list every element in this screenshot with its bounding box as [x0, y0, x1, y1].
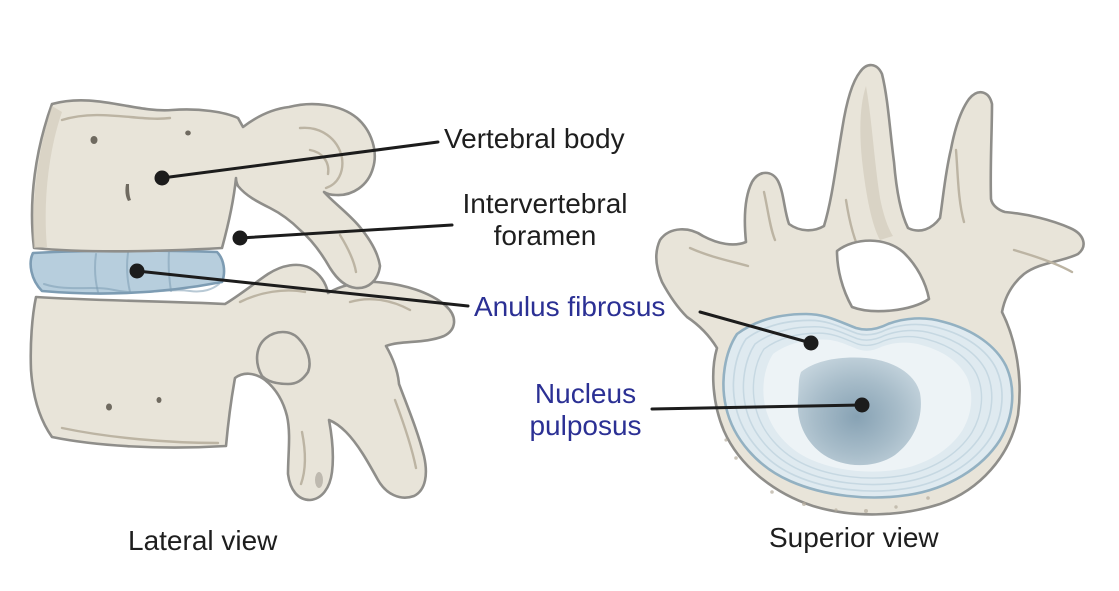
spinous-process-shading	[860, 86, 893, 240]
label-intervertebral-foramen-line2: foramen	[493, 220, 597, 251]
left-wing-crease	[688, 246, 750, 268]
label-nucleus-pulposus: Nucleus pulposus	[498, 378, 673, 442]
lower-transverse-process-tip	[255, 330, 311, 386]
knob-curl-crease	[298, 126, 344, 190]
lower-vertebra-crease-bottom	[60, 426, 220, 445]
label-anulus-fibrosus: Anulus fibrosus	[474, 291, 666, 322]
lower-vertebra-crease-arm	[348, 298, 412, 312]
leader-line-vertebral-body	[160, 140, 440, 180]
upper-vertebra-crease-top	[60, 113, 172, 122]
leader-line-intervertebral-foramen	[238, 223, 454, 240]
bone-speckle	[724, 438, 728, 442]
bone-speckle	[834, 508, 838, 512]
label-intervertebral-foramen-line1: Intervertebral	[462, 188, 628, 219]
lower-vertebra-crease-arch	[238, 289, 307, 304]
bone-pit-tick	[125, 184, 131, 201]
bone-speckle	[802, 502, 806, 506]
anulus-ring	[742, 325, 993, 486]
disc-crease	[125, 252, 131, 293]
bone-pit-mark	[185, 130, 191, 136]
upper-vertebra-shape	[30, 98, 382, 290]
bone-speckle	[926, 496, 930, 500]
bone-speckle	[770, 490, 774, 494]
right-articular-crease	[954, 148, 966, 224]
dot-anulus-lateral	[129, 263, 145, 279]
caption-superior-view: Superior view	[769, 522, 939, 553]
label-intervertebral-foramen: Intervertebral foramen	[440, 188, 650, 252]
left-articular-crease	[762, 190, 777, 242]
dot-intervertebral-foramen	[232, 230, 248, 246]
vertebral-foramen-opening	[835, 239, 931, 313]
right-wing-crease	[1012, 248, 1074, 274]
lower-vertebra-crease-spinous	[393, 398, 418, 470]
caption-lateral-view: Lateral view	[128, 525, 278, 556]
upper-vertebra-shading	[33, 106, 62, 248]
dot-nucleus	[854, 397, 870, 413]
lower-vertebra-shape	[29, 263, 456, 502]
bone-speckle	[734, 456, 738, 460]
superior-view-illustration	[655, 63, 1085, 516]
dot-anulus-superior	[803, 335, 819, 351]
label-nucleus-pulposus-line2: pulposus	[529, 410, 642, 441]
disc-bottom-scallop	[43, 283, 220, 294]
anulus-ring	[732, 319, 1003, 492]
anulus-ring	[752, 332, 983, 479]
bone-pit-mark	[90, 136, 98, 144]
lateral-view-illustration	[29, 98, 456, 502]
leader-line-anulus-superior	[698, 310, 813, 345]
process-crease	[338, 233, 358, 274]
bone-pit-mark	[315, 472, 323, 488]
leader-lines	[129, 140, 870, 413]
bone-speckle	[864, 509, 868, 513]
leader-line-anulus-lateral	[135, 269, 470, 308]
bone-pit-mark	[156, 397, 162, 403]
dot-vertebral-body	[154, 170, 170, 186]
leader-line-nucleus	[650, 403, 864, 411]
bone-pit-mark	[106, 403, 112, 411]
label-nucleus-pulposus-line1: Nucleus	[534, 378, 637, 409]
lower-vertebra-crease-inferior	[299, 430, 307, 486]
label-vertebral-body: Vertebral body	[444, 123, 625, 154]
bone-speckle	[894, 505, 898, 509]
disc-crease	[167, 251, 172, 292]
